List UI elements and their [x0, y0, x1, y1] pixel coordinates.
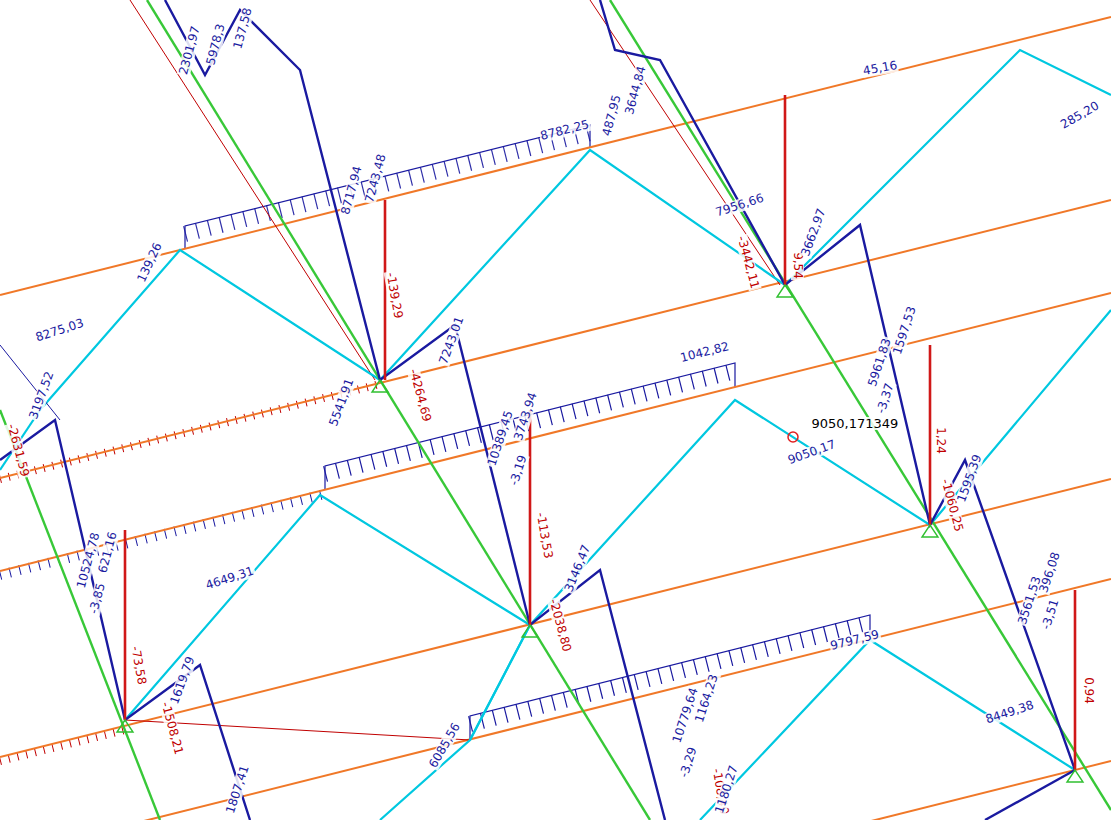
thin-outlines [125, 0, 1075, 770]
force-value: -3442,11 [734, 233, 761, 290]
force-value: 5961,83 [866, 335, 894, 388]
force-value: 45,16 [861, 58, 899, 77]
force-value: 139,26 [135, 239, 165, 284]
force-lines [0, 0, 1075, 820]
force-value: -3,29 [677, 744, 700, 779]
force-value: -1508,21 [158, 699, 185, 756]
force-value: -3,51 [1039, 596, 1062, 631]
diagonal-members [0, 50, 1111, 820]
force-value: 4649,31 [203, 564, 256, 592]
force-value: -2038,80 [546, 596, 573, 653]
force-value: 1595,39 [955, 452, 985, 505]
force-value: 3743,94 [512, 389, 540, 442]
force-value: 1,24 [933, 426, 946, 455]
force-value: 137,58 [231, 5, 255, 51]
force-value: 3644,84 [623, 63, 649, 116]
force-value: 3662,97 [799, 206, 829, 259]
force-value: -113,53 [534, 510, 555, 560]
force-value: -3,19 [507, 452, 530, 487]
force-value: 0,94 [1081, 676, 1094, 705]
force-value: 396,08 [1037, 549, 1063, 595]
hatch-bands [0, 125, 870, 761]
force-value: 7956,66 [713, 191, 766, 219]
force-value: -3,85 [86, 580, 107, 615]
force-value: 5978,3 [204, 21, 228, 67]
force-value: 1807,41 [224, 763, 252, 816]
vertical-members [125, 95, 1075, 770]
force-value: 1619,79 [168, 654, 198, 707]
force-value: 1597,53 [891, 303, 919, 356]
force-value: -139,29 [384, 270, 405, 320]
force-value: -73,58 [128, 644, 148, 686]
force-value: 8717,94 [339, 163, 365, 216]
force-value: 487,95 [600, 92, 624, 138]
force-value: -4264,69 [406, 366, 433, 423]
selection-marker [788, 432, 798, 442]
force-value: 8449,38 [983, 698, 1036, 726]
force-value: 9050,171349 [811, 417, 900, 430]
chord-lines [0, 17, 1111, 820]
force-value: 1042,82 [678, 339, 731, 364]
force-value: 8275,03 [33, 316, 86, 344]
force-value: 9797,59 [828, 627, 881, 652]
force-value: 285,20 [1058, 98, 1103, 131]
support-symbols [117, 285, 1083, 782]
force-value: 5541,91 [327, 376, 357, 429]
